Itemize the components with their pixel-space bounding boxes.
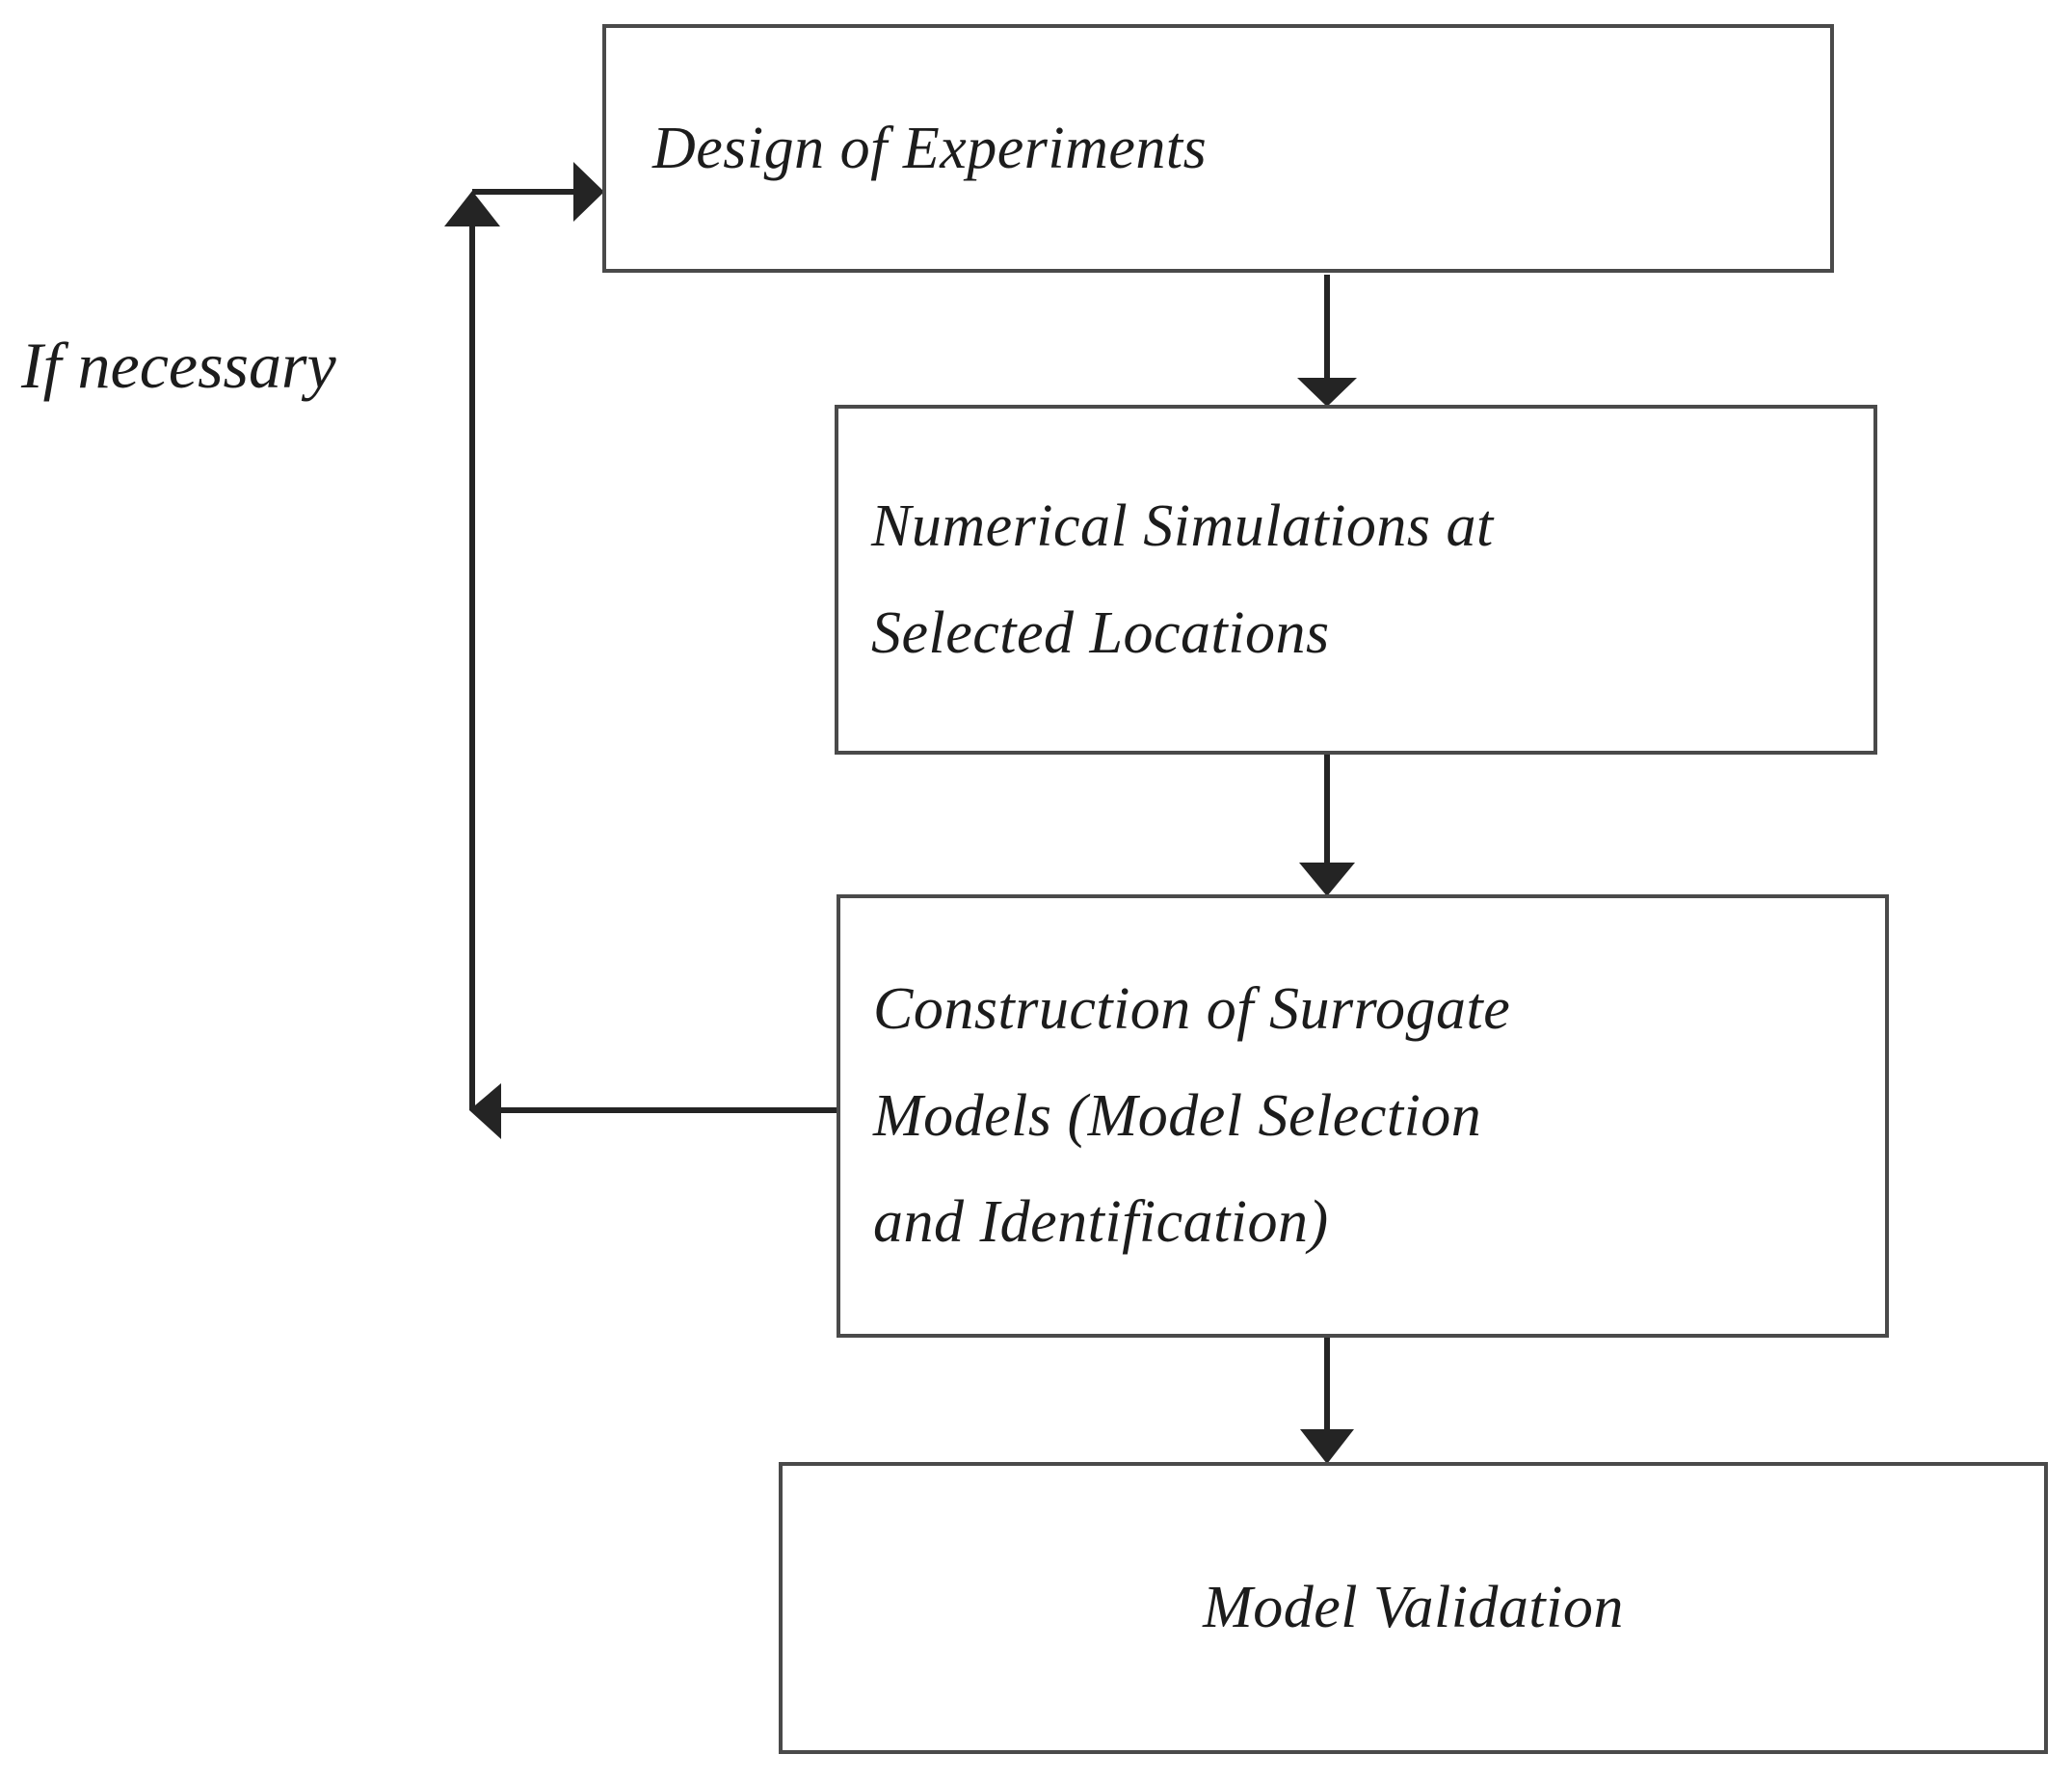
node-model-validation-line-1: Model Validation: [1203, 1575, 1624, 1641]
node-model-validation[interactable]: Model Validation: [779, 1462, 2048, 1754]
node-design-of-experiments[interactable]: Design of Experiments: [602, 24, 1834, 273]
node-construction-surrogate-line-3: and Identification): [873, 1189, 1329, 1256]
node-construction-surrogate-line-2: Models (Model Selection: [873, 1082, 1482, 1149]
node-numerical-simulations-line-1: Numerical Simulations at: [871, 493, 1494, 560]
node-numerical-simulations[interactable]: Numerical Simulations at Selected Locati…: [835, 405, 1877, 755]
edge-construction-to-doe-feedback: [444, 162, 837, 1139]
feedback-loop-label: If necessary: [21, 329, 336, 402]
edge-doe-to-simulations: [1297, 275, 1357, 407]
node-numerical-simulations-line-2: Selected Locations: [871, 599, 1330, 666]
edge-construction-to-validation: [1300, 1338, 1354, 1464]
edge-simulations-to-construction: [1299, 755, 1355, 896]
node-construction-surrogate[interactable]: Construction of Surrogate Models (Model …: [837, 894, 1889, 1338]
node-design-of-experiments-line-1: Design of Experiments: [652, 115, 1208, 181]
node-construction-surrogate-line-1: Construction of Surrogate: [873, 976, 1511, 1043]
